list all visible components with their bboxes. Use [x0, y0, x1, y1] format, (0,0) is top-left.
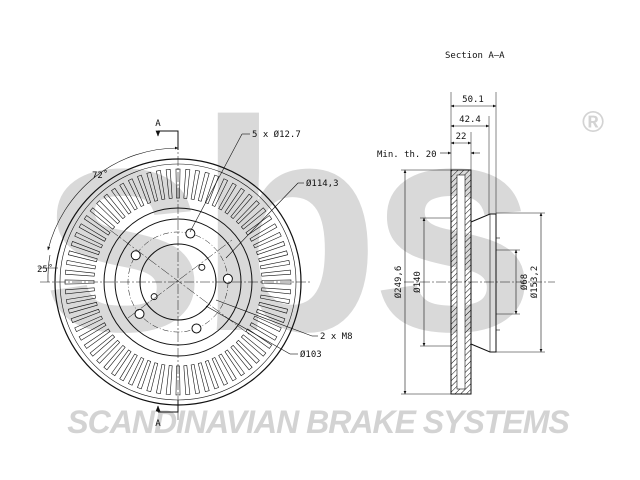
- vent-slot: [190, 364, 200, 394]
- hat-height-label: 42.4: [459, 115, 481, 125]
- vent-slot: [137, 360, 152, 390]
- vent-slot: [64, 287, 95, 295]
- section-view: Section A–A 50.1 42.4 22 Min. th. 20 Ø24…: [377, 51, 555, 395]
- vent-slot: [183, 365, 191, 396]
- bolt-hole: [191, 323, 202, 334]
- outer-diameter-label: Ø249,6: [393, 266, 404, 299]
- angle-arc-25: [47, 254, 51, 283]
- vent-slot: [165, 365, 173, 396]
- vent-slot: [235, 200, 260, 225]
- vent-slot: [260, 294, 290, 304]
- pcd-label: Ø114,3: [306, 178, 339, 189]
- vent-slot: [197, 362, 210, 393]
- vent-slot: [70, 308, 100, 323]
- vent-slot: [146, 362, 159, 393]
- threaded-holes-label: 2 x M8: [320, 332, 353, 342]
- vent-slot: [249, 223, 278, 242]
- section-marker-top: A: [155, 119, 161, 129]
- section-cut-top: [158, 130, 179, 150]
- vent-slot: [235, 339, 260, 364]
- bolt-hole: [185, 228, 196, 239]
- vent-slot: [89, 334, 116, 357]
- vent-slot: [245, 328, 273, 349]
- registered-mark: ®: [582, 106, 604, 139]
- bolt-hole: [130, 250, 141, 261]
- bolt-hole: [134, 308, 145, 319]
- min-thickness-label: Min. th. 20: [377, 150, 437, 160]
- section-marker-bottom: A: [155, 419, 161, 429]
- vent-slot: [230, 344, 253, 371]
- bolt-hole: [222, 273, 233, 284]
- hat-profile: [470, 213, 497, 353]
- watermark-text: SCANDINAVIAN BRAKE SYSTEMS: [67, 404, 570, 440]
- angle-arc-72: [47, 146, 179, 251]
- vent-slot: [240, 207, 267, 230]
- threaded-hole: [198, 263, 206, 271]
- vent-slot: [253, 315, 282, 332]
- vent-slot: [258, 301, 289, 314]
- bolt-holes: [130, 228, 233, 334]
- vent-slot: [156, 364, 166, 394]
- vent-slot: [256, 241, 286, 256]
- front-view: A A 72˚ 25˚ 5 x Ø12.7 Ø114,3 2 x M8 Ø103: [37, 119, 353, 429]
- vent-slot: [66, 260, 96, 270]
- leader-center-bore: [205, 305, 291, 355]
- vent-slot: [218, 182, 237, 211]
- vent-slot: [253, 232, 282, 249]
- bolt-holes-label: 5 x Ø12.7: [252, 129, 301, 140]
- total-height-label: 50.1: [462, 95, 484, 105]
- vent-slot: [111, 349, 132, 377]
- vent-slot: [204, 174, 219, 204]
- vent-slot: [183, 168, 191, 199]
- vent-slot: [261, 279, 292, 285]
- vent-slot: [240, 334, 267, 357]
- friction-inner-label: Ø140: [412, 271, 423, 293]
- vent-slot: [190, 170, 200, 200]
- leader-threaded-holes: [215, 299, 313, 337]
- vent-slot: [103, 344, 126, 371]
- vent-slot: [67, 250, 98, 263]
- angle-25-label: 25˚: [37, 264, 53, 275]
- vent-slot: [204, 360, 219, 390]
- vent-slot: [83, 328, 111, 349]
- disc-thickness-label: 22: [456, 132, 467, 142]
- vent-slot: [128, 357, 145, 386]
- vent-slot: [66, 294, 96, 304]
- section-title: Section A–A: [445, 51, 505, 61]
- vent-slot: [67, 301, 98, 314]
- vent-slot: [260, 260, 290, 270]
- leader-bolt-holes: [189, 133, 243, 233]
- vent-slot: [211, 178, 228, 207]
- vent-slot: [119, 353, 138, 382]
- vent-slot: [261, 287, 292, 295]
- hat-outer-label: Ø153,2: [529, 266, 540, 299]
- centerline-diag-2: [127, 239, 233, 319]
- threaded-hole: [150, 293, 158, 301]
- vent-slot: [211, 357, 228, 386]
- angle-72-label: 72˚: [92, 170, 108, 181]
- vent-slot: [224, 349, 245, 377]
- vent-slot: [224, 187, 245, 215]
- leader-pcd: [225, 182, 299, 259]
- vent-slot: [74, 315, 103, 332]
- vent-slot: [175, 365, 181, 396]
- center-bore-label: Ø103: [300, 349, 322, 360]
- section-cut-bottom: [158, 400, 179, 413]
- vent-slot: [249, 322, 278, 341]
- vent-slot: [258, 250, 289, 263]
- vent-slot: [256, 308, 286, 323]
- vent-slot: [64, 279, 95, 285]
- vent-slot: [78, 322, 107, 341]
- hub-bore-label: Ø68: [519, 274, 530, 290]
- vent-slot: [96, 339, 121, 364]
- vent-slot: [64, 269, 95, 277]
- vent-slot: [218, 353, 237, 382]
- vent-slot: [261, 269, 292, 277]
- vent-slot: [230, 193, 253, 220]
- vent-slot: [197, 171, 210, 202]
